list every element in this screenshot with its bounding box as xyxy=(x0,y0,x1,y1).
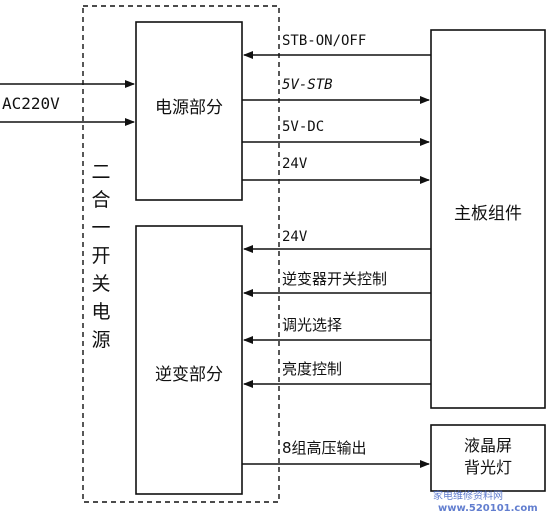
stb-on-off-label: STB-ON/OFF xyxy=(282,33,366,49)
mainboard-block xyxy=(430,29,546,409)
ac-input-label: AC220V xyxy=(2,94,60,113)
lcd-backlight-block xyxy=(430,424,546,492)
combined-psu-enclosure xyxy=(82,5,280,503)
brightness-control-label: 亮度控制 xyxy=(282,360,342,378)
mainboard-label: 主板组件 xyxy=(454,204,522,224)
power-section-block xyxy=(135,21,243,201)
watermark-url: www.520101.com xyxy=(438,503,538,514)
5v-dc-label: 5V-DC xyxy=(282,119,324,135)
hv-output-label: 8组高压输出 xyxy=(282,439,367,457)
enclosure-label: 二 合 一 开 关 电 源 xyxy=(91,161,110,351)
24v-out-label: 24V xyxy=(282,156,308,172)
lcd-backlight-label-line2: 背光灯 xyxy=(464,458,512,477)
lcd-backlight-label-line1: 液晶屏 xyxy=(464,436,512,455)
enclosure-char-3: 一 xyxy=(91,217,110,239)
watermark-site-name: 家电维修资料网 xyxy=(433,489,503,502)
enclosure-char-1: 二 xyxy=(91,161,110,183)
enclosure-char-4: 开 xyxy=(91,245,110,267)
inverter-section-block xyxy=(135,225,243,495)
power-section-label: 电源部分 xyxy=(155,98,223,118)
enclosure-char-2: 合 xyxy=(91,189,110,211)
24v-in-label: 24V xyxy=(282,229,308,245)
enclosure-char-6: 电 xyxy=(91,301,110,323)
inverter-switch-label: 逆变器开关控制 xyxy=(282,270,387,288)
inverter-section-label: 逆变部分 xyxy=(155,365,223,385)
dimming-select-label: 调光选择 xyxy=(282,316,342,334)
5v-stb-label: 5V-STB xyxy=(282,77,333,93)
enclosure-char-7: 源 xyxy=(91,329,110,351)
enclosure-char-5: 关 xyxy=(91,273,110,295)
